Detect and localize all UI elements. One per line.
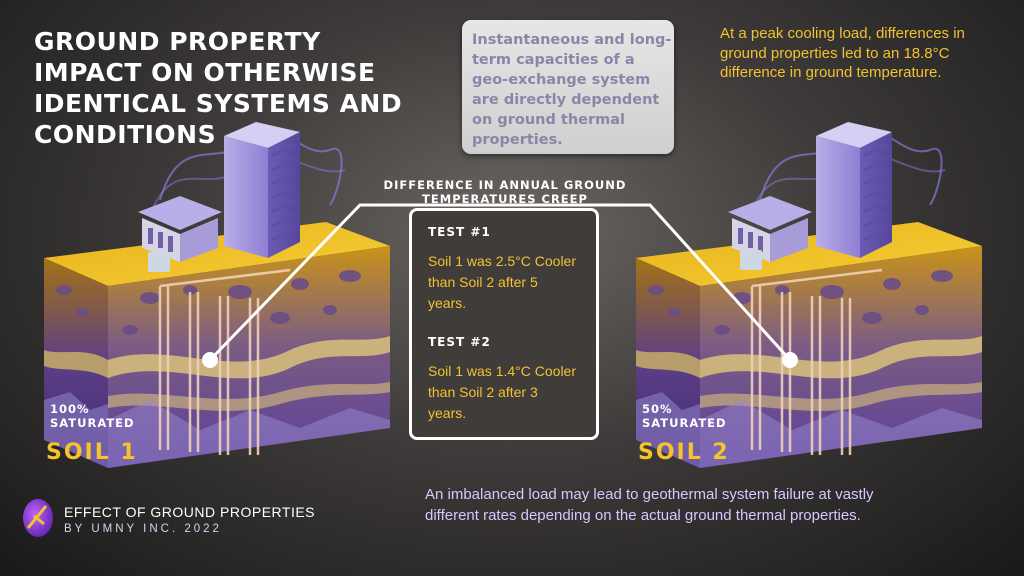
page-title: Ground property impact on otherwise iden… (34, 27, 403, 149)
soil-2-marker (782, 352, 798, 368)
building-tower-icon (224, 122, 300, 258)
soil-1-saturation: 100% Saturated (50, 402, 135, 430)
footer-title: Effect of Ground Properties (64, 504, 316, 520)
info-box (462, 20, 674, 154)
bottom-note: An imbalanced load may lead to geotherma… (425, 486, 874, 524)
soil-1-marker (202, 352, 218, 368)
info-box-text: Instantaneous and long-term capacities o… (472, 32, 672, 148)
test-2-text: Soil 1 was 1.4°C Cooler than Soil 2 afte… (428, 363, 576, 421)
utility-box-icon (148, 252, 170, 272)
creep-title: Difference in annual ground temperatures… (383, 178, 627, 206)
soil-1-label: Soil 1 (46, 440, 138, 465)
footer-subtitle: By UMNY Inc. 2022 (64, 523, 222, 535)
test-results-box: TEST #1 Soil 1 was 2.5°C Cooler than Soi… (409, 208, 599, 440)
soil-2-label: Soil 2 (638, 440, 730, 465)
house-icon (138, 196, 222, 262)
peak-note: At a peak cooling load, differences in g… (720, 25, 965, 81)
test-1-text: Soil 1 was 2.5°C Cooler than Soil 2 afte… (428, 253, 576, 311)
soil-2-block (636, 122, 982, 468)
test-1-heading: TEST #1 (428, 225, 491, 239)
umny-logo-icon (23, 499, 53, 537)
connector-lines (208, 203, 792, 362)
soil-2-saturation: 50% Saturated (642, 402, 727, 430)
utility-box-icon (740, 250, 762, 270)
test-2-heading: TEST #2 (428, 335, 491, 349)
building-tower-icon (816, 122, 892, 258)
soil-1-block (44, 122, 390, 468)
